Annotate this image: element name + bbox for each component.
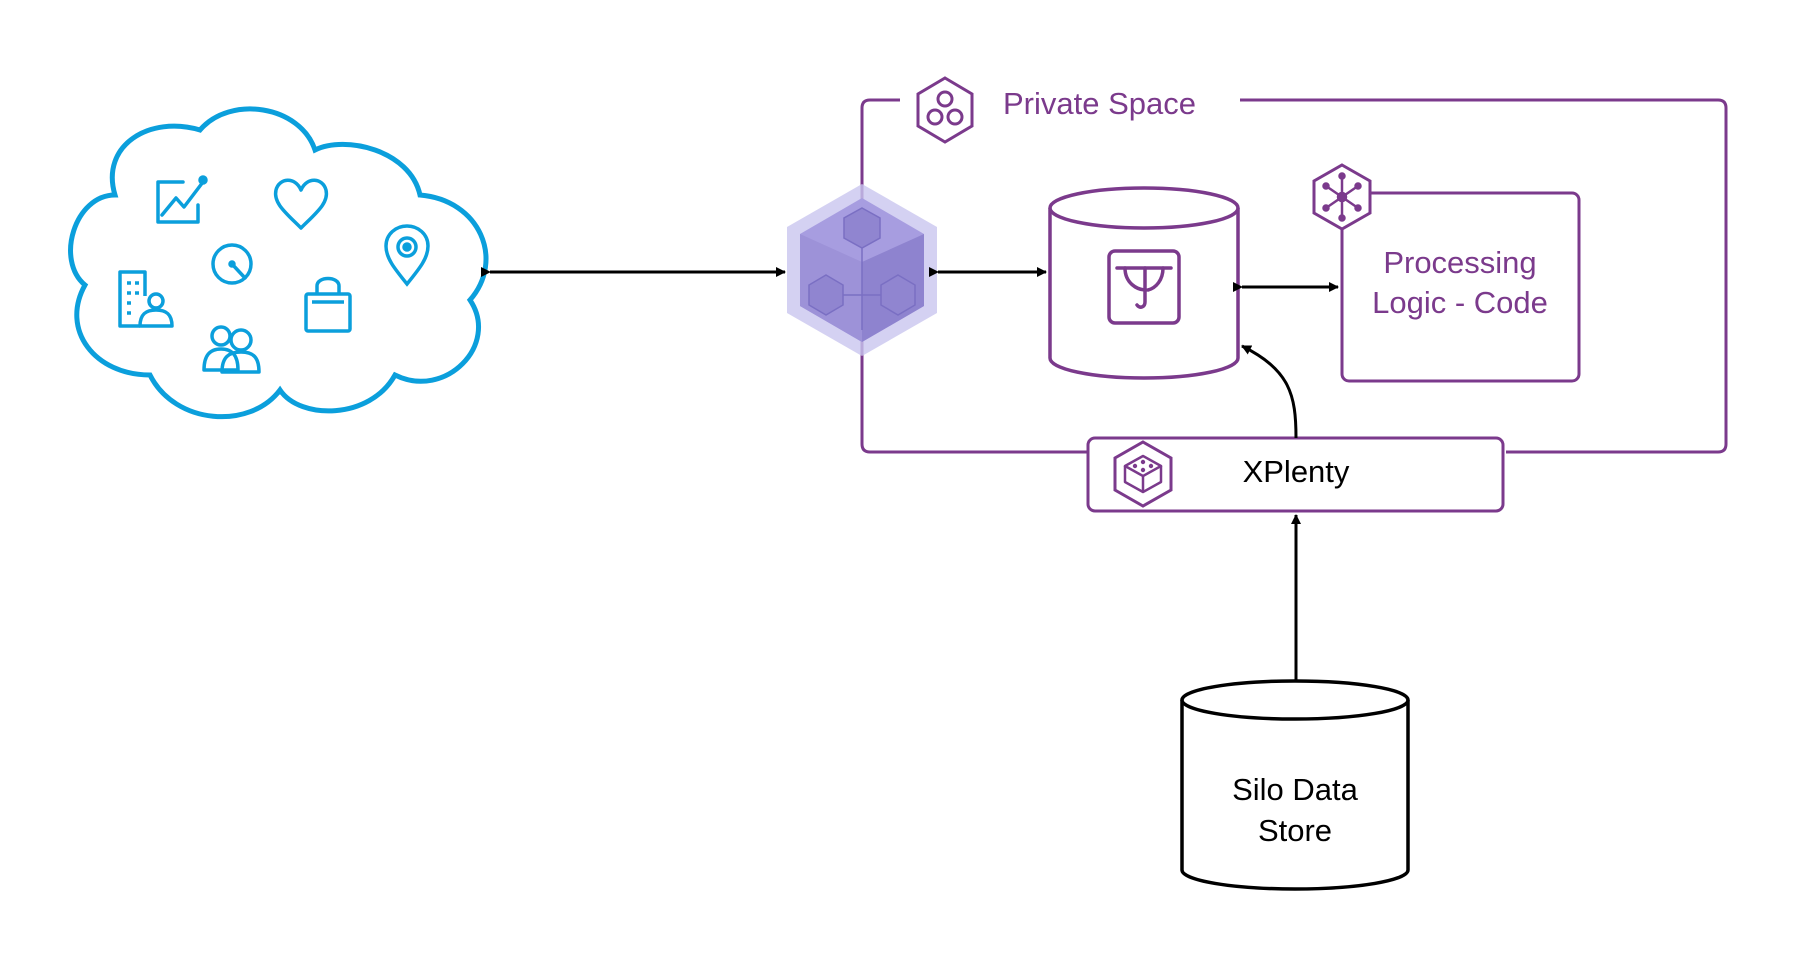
xplenty-box: XPlenty bbox=[1086, 436, 1505, 513]
silo-data-store: Silo Data Store bbox=[1180, 679, 1410, 891]
arrows bbox=[481, 267, 1339, 680]
database-cylinder bbox=[1048, 186, 1240, 380]
arrow-xplenty-database bbox=[1241, 344, 1298, 439]
shopping-bag-icon bbox=[304, 276, 352, 333]
postgres-elephant-icon bbox=[1107, 249, 1181, 325]
processing-line2: Logic - Code bbox=[1372, 285, 1548, 320]
people-icon bbox=[202, 325, 261, 374]
private-space-container: Private Space bbox=[860, 76, 1728, 454]
xplenty-logo-icon bbox=[1113, 440, 1173, 508]
connected-circles-icon bbox=[916, 76, 974, 144]
chart-icon bbox=[156, 175, 208, 224]
cloud-group bbox=[68, 106, 489, 420]
location-pin-icon bbox=[384, 224, 430, 287]
silo-line2: Store bbox=[1258, 813, 1332, 848]
cube-hexagon-icon bbox=[787, 184, 937, 356]
private-space-title: Private Space bbox=[1003, 86, 1196, 121]
cloud-shape bbox=[68, 106, 489, 420]
processing-line1: Processing bbox=[1383, 245, 1536, 280]
building-person-icon bbox=[118, 270, 174, 328]
heart-icon bbox=[273, 178, 329, 230]
private-space-border bbox=[860, 98, 1728, 454]
silo-line1: Silo Data bbox=[1232, 772, 1359, 807]
network-node-icon bbox=[1312, 163, 1372, 231]
target-icon bbox=[211, 243, 253, 285]
xplenty-label: XPlenty bbox=[1243, 454, 1350, 489]
processing-logic-box: Processing Logic - Code bbox=[1312, 163, 1581, 383]
